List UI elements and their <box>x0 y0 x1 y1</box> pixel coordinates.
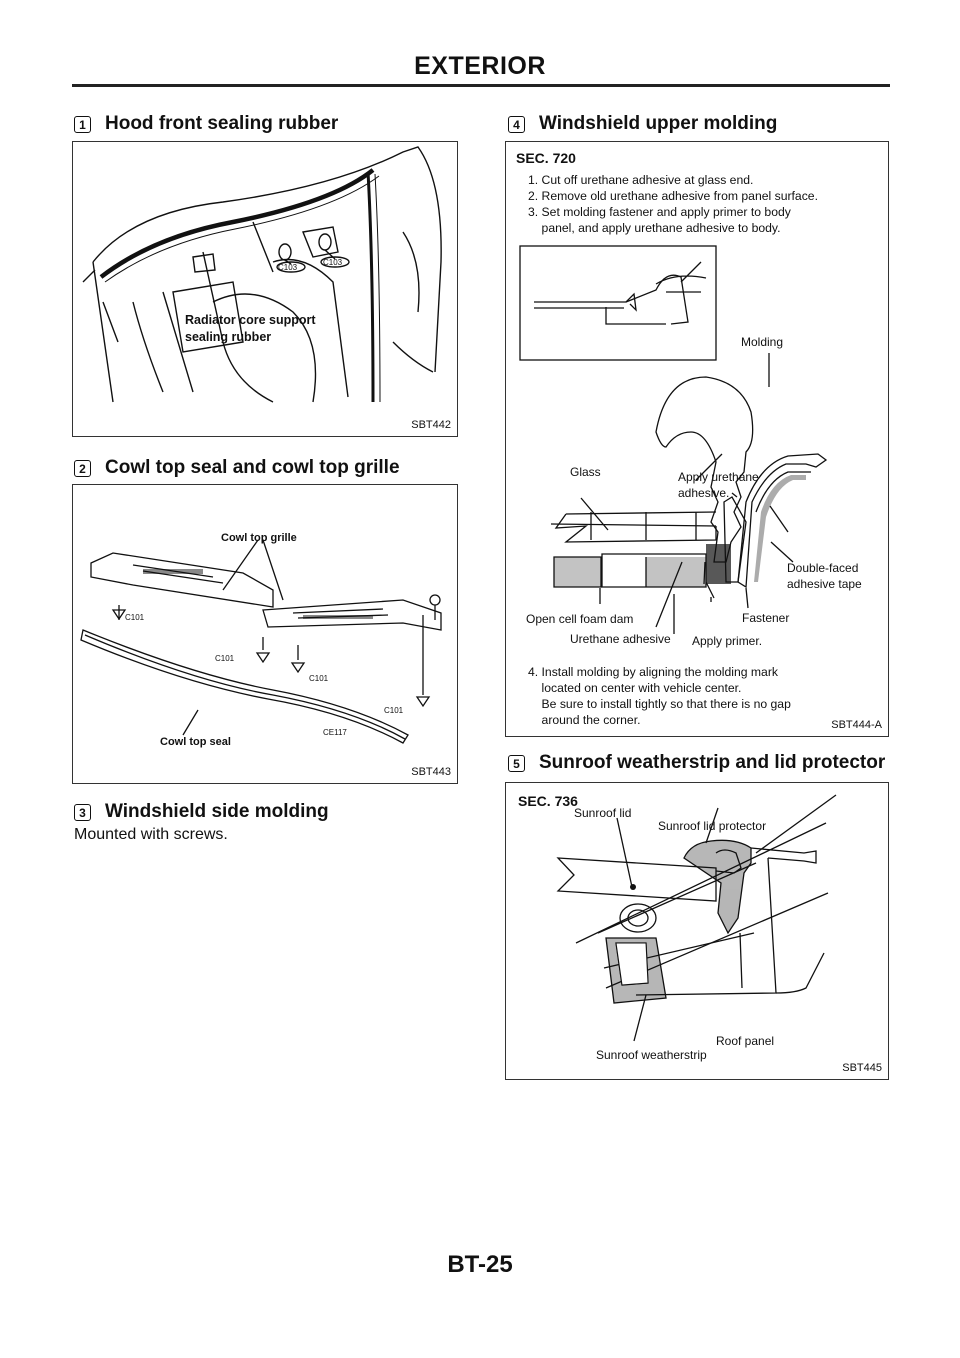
step-4-cont-2: Be sure to install tightly so that there… <box>528 697 791 711</box>
figure-code: SBT443 <box>411 766 451 778</box>
clip-c101-label-3: C101 <box>309 674 329 683</box>
section-3-title: Windshield side molding <box>105 801 329 822</box>
clip-c103-label-a: C103 <box>278 263 298 272</box>
apply-urethane-label-1: Apply urethane <box>678 470 759 484</box>
glass-label: Glass <box>570 465 601 479</box>
section-3-number: 3 <box>74 803 91 821</box>
lid-protector-label: Sunroof lid protector <box>658 819 766 833</box>
section-3-heading: 3 Windshield side molding <box>74 801 329 823</box>
section-5-number: 5 <box>508 754 525 772</box>
page-number: BT-25 <box>447 1251 513 1278</box>
radiator-seal-label-1: Radiator core support <box>185 313 316 327</box>
hood-underside-illustration: C103 C103 Radiator core support sealing … <box>82 146 442 403</box>
clip-c101-label-1: C101 <box>125 613 145 622</box>
sunroof-cross-section: Sunroof lid Sunroof lid protector Roof p… <box>556 794 837 1062</box>
clip-c101-label-4: C101 <box>384 706 404 715</box>
molding-cross-section: Molding Glass Apply urethane adhesive. D… <box>519 245 862 648</box>
section-2-title: Cowl top seal and cowl top grille <box>105 457 400 478</box>
apply-urethane-label-2: adhesive. <box>678 486 729 500</box>
step-1: 1. Cut off urethane adhesive at glass en… <box>528 173 754 187</box>
open-cell-foam-label: Open cell foam dam <box>526 612 633 626</box>
clip-c101-label-2: C101 <box>215 654 235 663</box>
fastener-label: Fastener <box>742 611 789 625</box>
apply-primer-label: Apply primer. <box>692 634 762 648</box>
clip-c103-label-b: C103 <box>323 258 343 267</box>
step-4: 4. Install molding by aligning the moldi… <box>528 665 778 679</box>
section-1-number: 1 <box>74 115 91 133</box>
section-2-heading: 2 Cowl top seal and cowl top grille <box>74 457 400 479</box>
cowl-top-grille-label: Cowl top grille <box>221 532 297 544</box>
cowl-top-seal-label: Cowl top seal <box>160 736 231 748</box>
section-1-heading: 1 Hood front sealing rubber <box>74 113 338 135</box>
double-faced-label-2: adhesive tape <box>787 577 862 591</box>
section-4-heading: 4 Windshield upper molding <box>508 113 777 135</box>
section-3-body: Mounted with screws. <box>74 826 228 843</box>
radiator-seal-label-2: sealing rubber <box>185 330 271 344</box>
weatherstrip-label: Sunroof weatherstrip <box>596 1048 707 1062</box>
figure-cowl-top: Cowl top grille Cowl top seal C101 C101 … <box>72 484 458 784</box>
figure-hood-sealing-rubber: C103 C103 Radiator core support sealing … <box>72 141 458 437</box>
section-2-number: 2 <box>74 459 91 477</box>
section-4-title: Windshield upper molding <box>539 113 778 134</box>
sec-720-label: SEC. 720 <box>516 150 576 166</box>
figure-windshield-upper-molding: SEC. 720 1. Cut off urethane adhesive at… <box>505 141 889 737</box>
section-1-title: Hood front sealing rubber <box>105 113 339 134</box>
section-4-number: 4 <box>508 115 525 133</box>
molding-label: Molding <box>741 335 783 349</box>
section-5-heading: 5 Sunroof weatherstrip and lid protector <box>508 752 885 774</box>
header-rule <box>72 84 890 87</box>
page-header-title: EXTERIOR <box>414 52 546 80</box>
step-2: 2. Remove old urethane adhesive from pan… <box>528 189 818 203</box>
steps-list-a: 1. Cut off urethane adhesive at glass en… <box>528 172 818 236</box>
urethane-adhesive-label: Urethane adhesive <box>570 632 671 646</box>
clip-ce117-label: CE117 <box>323 728 347 737</box>
step-3-cont: panel, and apply urethane adhesive to bo… <box>528 221 781 235</box>
step-3: 3. Set molding fastener and apply primer… <box>528 205 791 219</box>
figure-code: SBT445 <box>842 1062 882 1074</box>
step-4-cont-1: located on center with vehicle center. <box>528 681 742 695</box>
section-5-title: Sunroof weatherstrip and lid protector <box>539 752 886 773</box>
figure-code: SBT444-A <box>831 719 882 731</box>
double-faced-label-1: Double-faced <box>787 561 858 575</box>
sec-736-label: SEC. 736 <box>518 793 578 809</box>
figure-sunroof-weatherstrip: SEC. 736 Sunroof lid Sunroof <box>505 782 889 1080</box>
cowl-top-illustration: Cowl top grille Cowl top seal C101 C101 … <box>80 532 442 748</box>
roof-panel-label: Roof panel <box>716 1034 774 1048</box>
step-4-cont-3: around the corner. <box>528 713 641 727</box>
steps-list-b: 4. Install molding by aligning the moldi… <box>528 664 791 728</box>
sunroof-lid-label: Sunroof lid <box>574 806 631 820</box>
figure-code: SBT442 <box>411 419 451 431</box>
